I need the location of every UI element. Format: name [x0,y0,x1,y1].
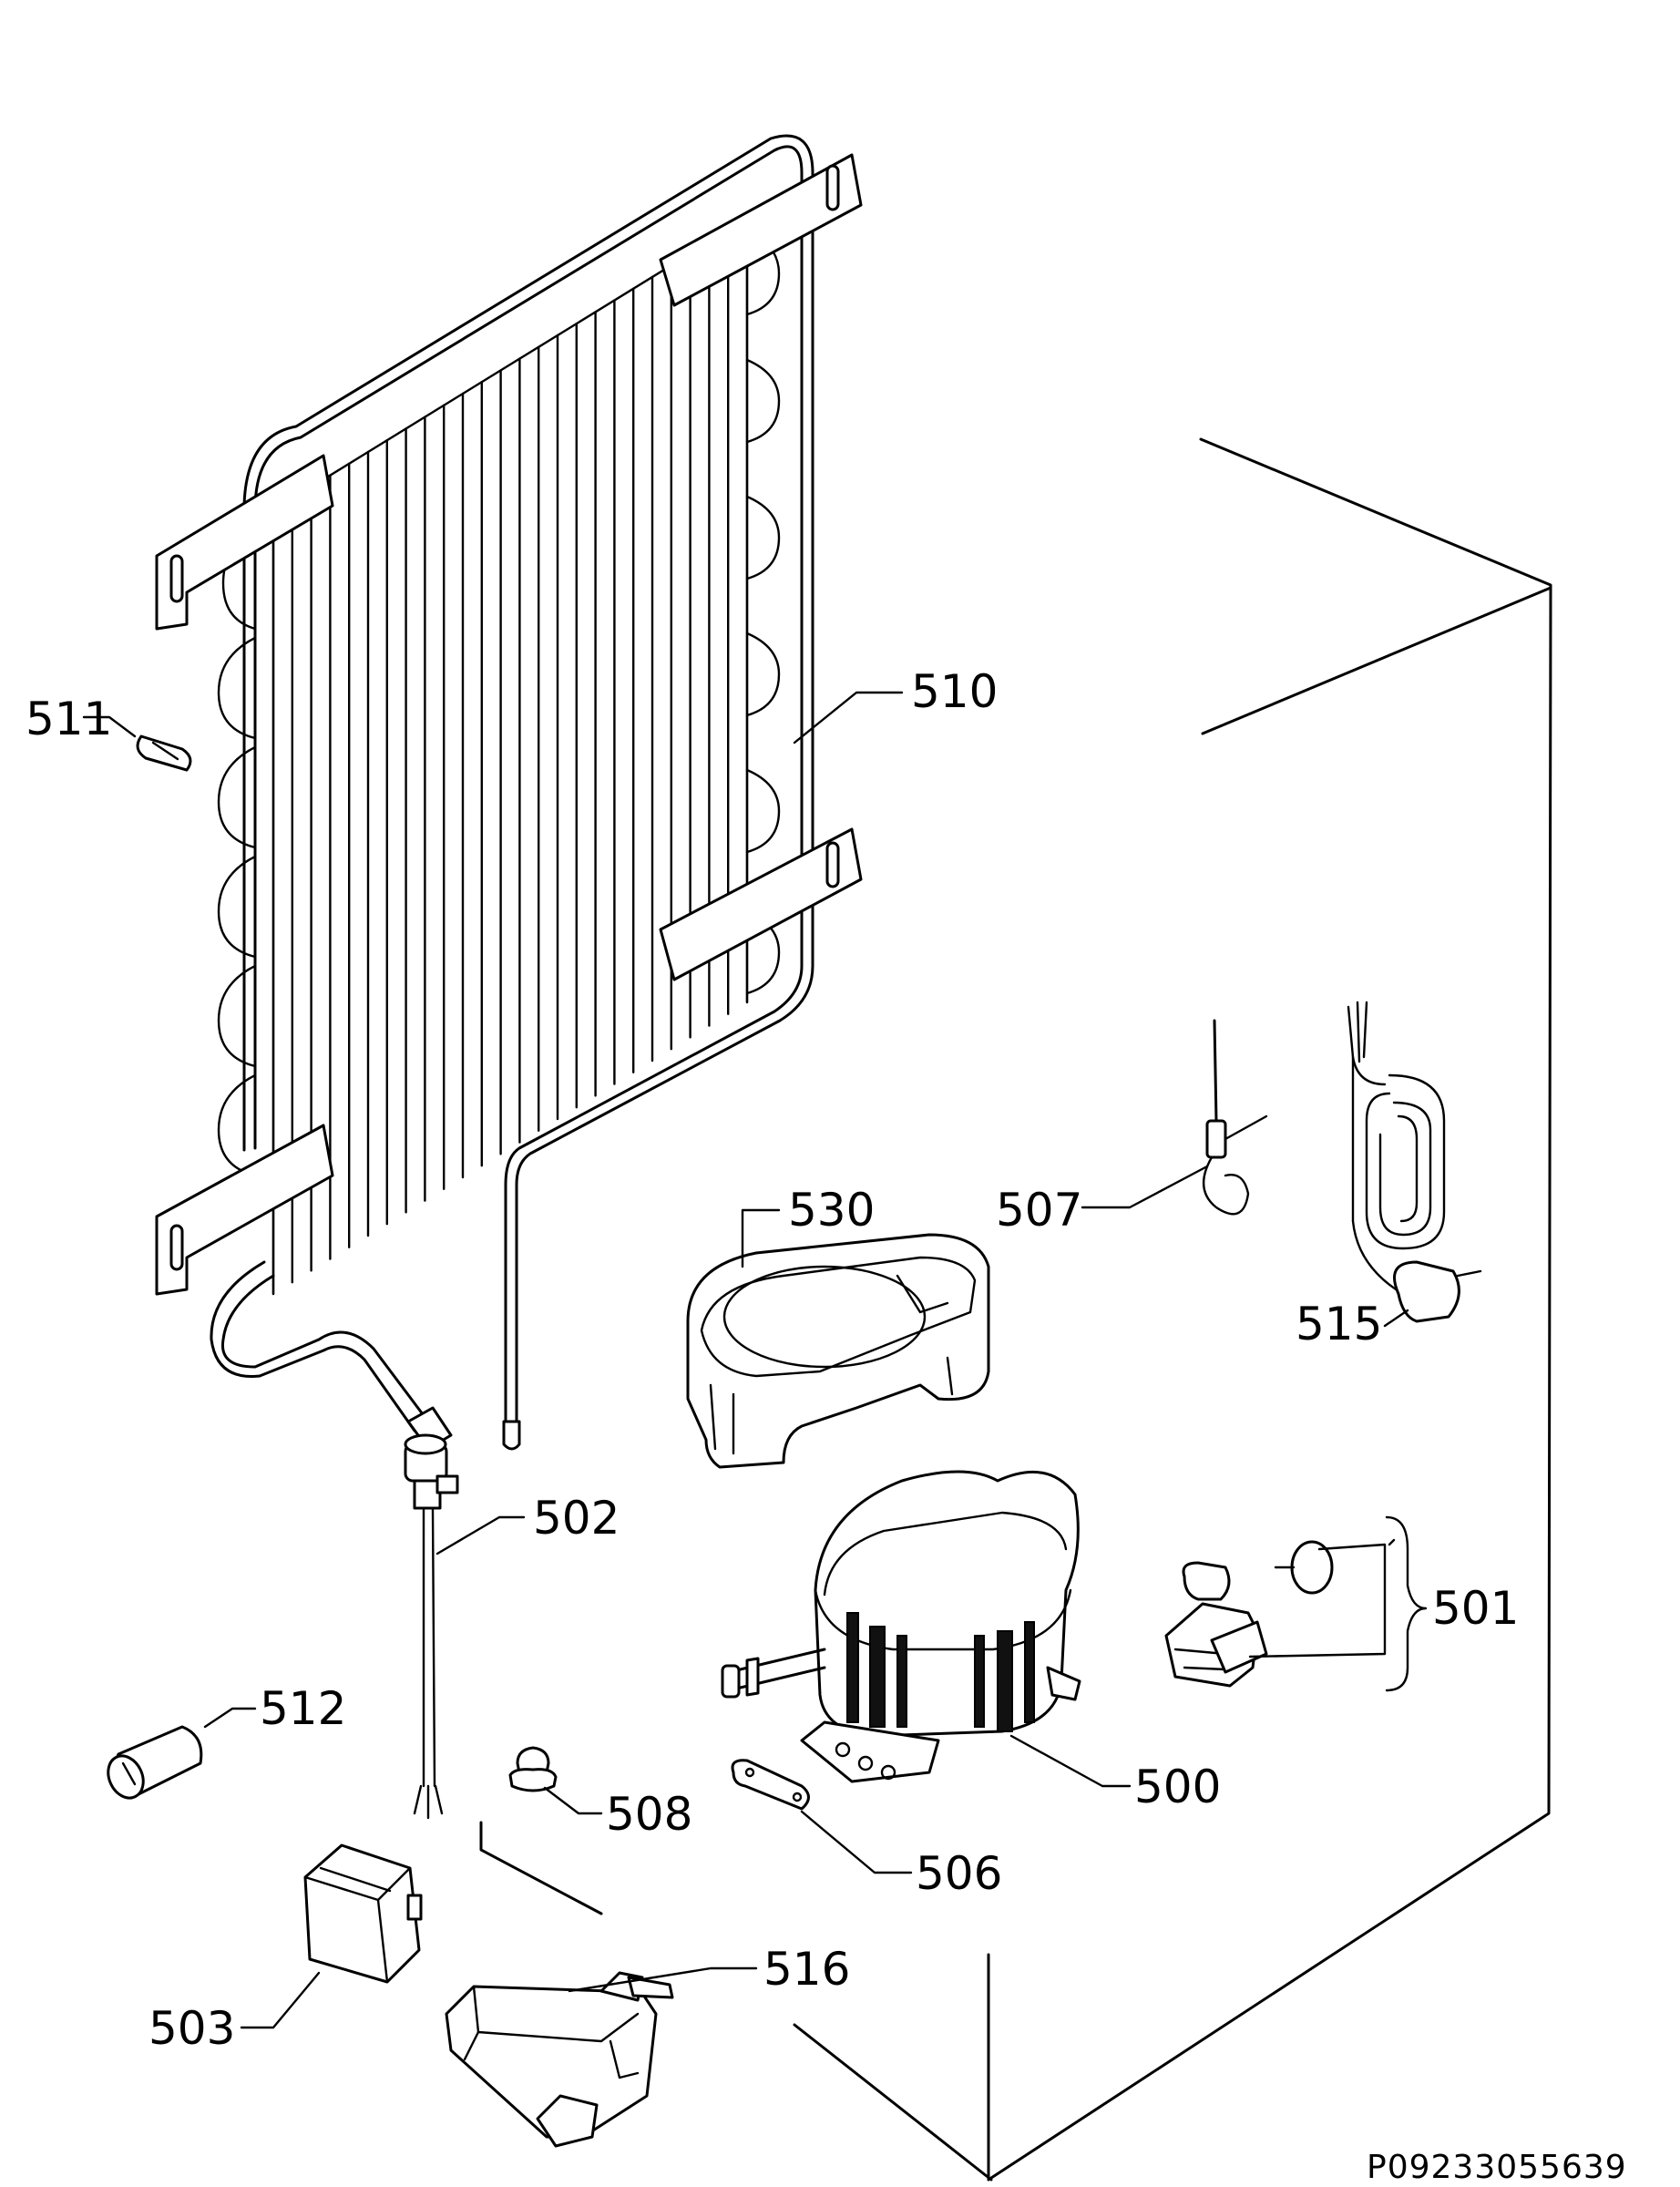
clip-plate [731,1759,810,1811]
label-512: 512 [260,1682,346,1735]
label-508: 508 [606,1788,692,1841]
label-507: 507 [996,1184,1082,1237]
relay-overload [1164,1540,1334,1688]
cabinet-outline [479,437,1552,2182]
label-515: 515 [1296,1298,1382,1350]
label-511: 511 [26,693,112,745]
thermostat-probe [1202,1019,1268,1216]
compressor [721,1470,1081,1783]
leader-lines [82,691,1428,2029]
grommet [136,734,192,772]
label-500: 500 [1134,1761,1221,1813]
capillary-probe [404,1433,459,1820]
reference-code: P09233055639 [1367,2149,1627,2186]
capacitor [303,1843,423,1984]
label-510: 510 [911,665,998,718]
compressor-cover [686,1233,990,1469]
part-labels: 511 510 530 507 515 502 501 512 508 500 … [26,665,1519,2055]
condenser [155,134,863,1451]
label-502: 502 [533,1492,620,1545]
power-cord [1347,1001,1482,1323]
label-516: 516 [763,1943,850,1996]
damper-sleeve [107,1725,203,1800]
label-501: 501 [1432,1582,1519,1635]
label-503: 503 [149,2002,235,2055]
electronic-box [445,1971,674,2148]
label-506: 506 [916,1847,1002,1900]
rubber-foot [508,1746,558,1792]
label-530: 530 [788,1184,875,1237]
